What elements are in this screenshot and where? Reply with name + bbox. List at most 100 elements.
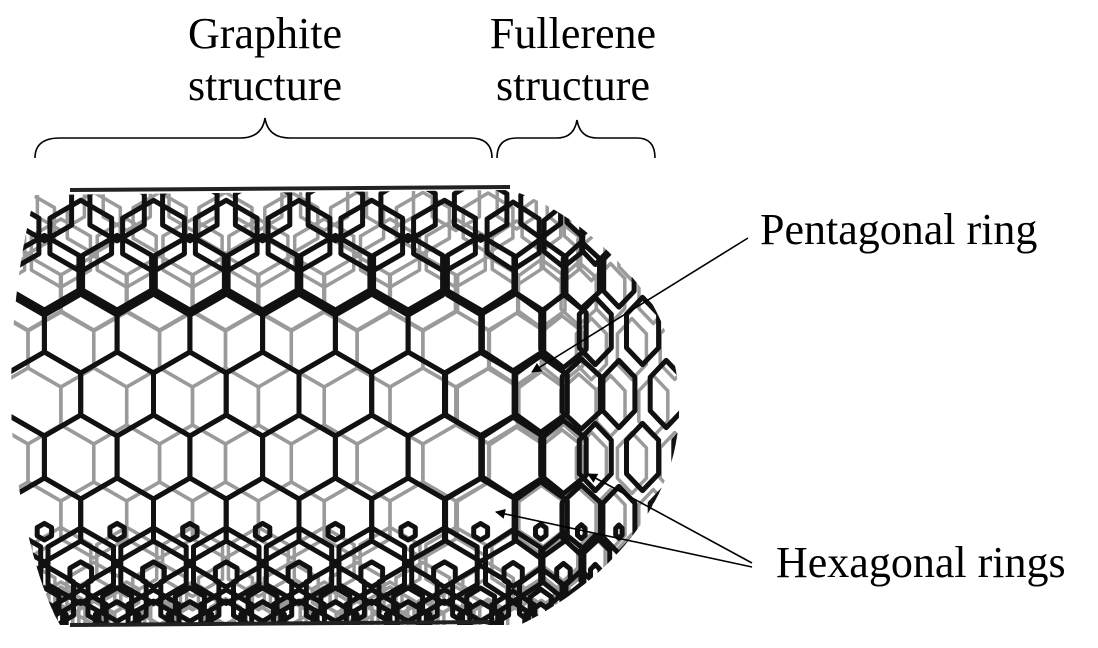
hexagon-ring (609, 607, 628, 647)
hexagon-ring (0, 528, 41, 604)
hexagon-ring (755, 585, 766, 607)
graphite-structure-label: Graphite structure (150, 8, 380, 112)
hexagon-ring (768, 297, 800, 364)
hexagon-ring (674, 423, 706, 490)
hexagon-ring (730, 606, 749, 645)
hexagon-ring (642, 199, 665, 248)
hexagon-ring (7, 601, 49, 648)
hexagon-ring (624, 609, 640, 642)
hexagon-ring (816, 423, 848, 490)
hexagon-ring (604, 602, 617, 630)
hexagon-ring (789, 433, 818, 494)
hexagon-ring (619, 226, 645, 281)
hexagon-ring (703, 433, 732, 494)
fullerene-label-line1: Fullerene (463, 8, 683, 60)
hexagon-ring (868, 596, 890, 643)
hexagon-ring (660, 591, 673, 618)
hexagon-ring (702, 184, 726, 234)
hexagon-ring (685, 564, 695, 584)
hexagon-ring (651, 243, 681, 307)
hexagon-ring (0, 219, 25, 287)
hexagon-ring (703, 319, 732, 380)
hexagon-ring (599, 199, 622, 248)
hexagon-ring (581, 592, 603, 637)
hexagon-ring (724, 208, 751, 265)
hexagon-ring (896, 591, 909, 618)
hexagon-ring (838, 609, 854, 642)
hexagon-ring (727, 569, 751, 619)
hexagon-ring (682, 376, 711, 437)
hexagon-ring (0, 582, 7, 610)
hexagon-ring (705, 226, 731, 281)
hexagon-ring (679, 596, 701, 643)
graphite-label-line2: structure (150, 60, 380, 112)
hexagon-ring (621, 592, 642, 636)
hexagon-ring (707, 592, 728, 636)
hexagon-ring (792, 360, 824, 427)
hexagon-ring (154, 478, 227, 562)
hexagon-ring (601, 606, 619, 645)
hexagon-ring (583, 609, 599, 643)
hexagon-ring (603, 360, 635, 427)
hexagon-ring (721, 423, 753, 490)
hexagon-ring (0, 562, 19, 587)
hexagon-ring (751, 607, 770, 647)
hexagon-ring (724, 490, 753, 551)
hexagon-ring (831, 433, 860, 494)
hexagon-ring (638, 564, 648, 584)
hexagon-ring (754, 591, 767, 618)
hexagon-ring (83, 235, 152, 315)
hexagon-ring (821, 596, 843, 643)
hexagon-ring (745, 360, 777, 427)
hexagon-ring (0, 587, 19, 642)
hexagon-ring (587, 605, 603, 639)
hexagon-ring (667, 609, 683, 642)
hexagon-ring (676, 208, 703, 265)
hexagon-ring (215, 562, 237, 587)
hexagon-ring (772, 606, 791, 645)
hexagon-ring (712, 585, 723, 607)
hexagon-ring (768, 423, 800, 490)
hexagon-ring (815, 606, 834, 645)
hexagon-ring (767, 264, 796, 324)
hexagon-ring (0, 601, 26, 643)
hexagon-ring (0, 527, 25, 596)
hexagon-ring (474, 524, 488, 540)
hexagon-ring (745, 486, 777, 553)
hexagon-ring (725, 264, 754, 324)
hexagon-ring (401, 523, 415, 540)
hexagon-ring (226, 478, 299, 562)
hexagon-ring (704, 607, 723, 647)
hexagon-ring (631, 596, 653, 643)
hexagon-ring (839, 360, 871, 427)
hexagon-ring (724, 376, 753, 437)
hexagon-ring (584, 596, 606, 643)
hexagon-ring (710, 609, 726, 642)
hexagon-ring (183, 523, 197, 540)
hexagon-ring (662, 226, 688, 281)
hexagon-ring (574, 591, 589, 619)
hexagon-ring (687, 606, 705, 645)
hexagon-ring (795, 609, 811, 642)
hexagon-ring (802, 591, 815, 618)
hexagon-ring (617, 319, 646, 380)
hexagon-ring (698, 486, 730, 553)
pentagonal-ring-label: Pentagonal ring (760, 204, 1037, 256)
hexagon-ring (571, 602, 587, 631)
hexagon-ring (567, 183, 596, 236)
hexagon-ring (887, 360, 919, 427)
hexagon-ring (0, 352, 8, 436)
hexagon-ring (0, 478, 8, 562)
hexagon-ring (629, 208, 656, 265)
graphite-label-line1: Graphite (150, 8, 380, 60)
fullerene-label-line2: structure (463, 60, 683, 112)
hexagon-ring (591, 564, 601, 584)
hexagon-ring (536, 524, 547, 539)
hexagon-ring (752, 609, 768, 642)
hexagon-ring (570, 606, 593, 648)
hexagon-ring (301, 235, 370, 315)
hexagon-ring (13, 599, 43, 634)
hexagon-ring (674, 297, 706, 364)
hexagon-ring (654, 184, 678, 234)
hexagon-ring (662, 534, 688, 589)
